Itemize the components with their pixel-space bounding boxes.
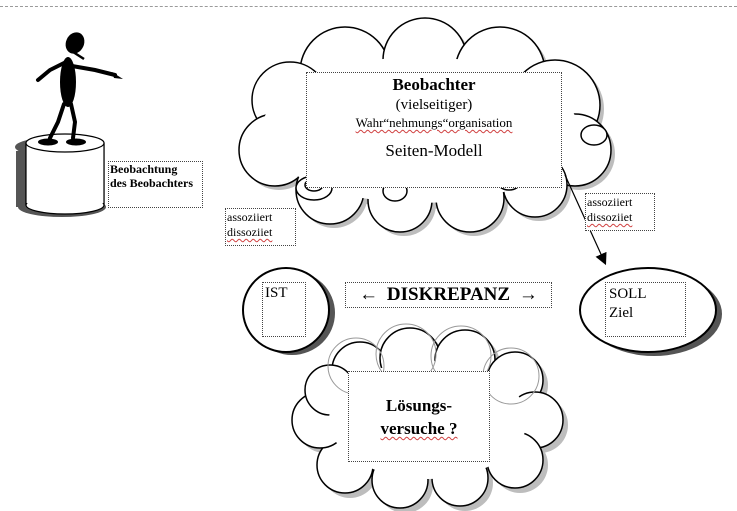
- stick-figure-pointing-icon: [36, 32, 123, 146]
- observer-subtitle: (vielseitiger): [395, 97, 473, 113]
- observation-label-line2: des Beobachters: [110, 176, 193, 190]
- solution-line2: versuche ?: [380, 419, 458, 438]
- observation-label-line1: Beobachtung: [110, 162, 178, 176]
- assoc-right-line1: assoziiert: [587, 195, 633, 209]
- soll-box: SOLL Ziel: [605, 282, 686, 337]
- ist-box: IST: [262, 282, 306, 337]
- model-label: Seiten-Modell: [385, 141, 483, 160]
- discrepancy-box: ← DISKREPANZ →: [345, 282, 552, 308]
- ziel-label: Ziel: [609, 305, 634, 321]
- ist-label: IST: [265, 285, 288, 301]
- left-arrow-icon: ←: [359, 284, 379, 305]
- assoc-left-line1: assoziiert: [227, 210, 273, 224]
- assoc-right-line2: dissoziiet: [587, 210, 633, 224]
- solution-box: Lösungs- versuche ?: [348, 371, 490, 462]
- observer-title: Beobachter: [392, 75, 476, 94]
- top-dashed-rule: [0, 6, 737, 7]
- observer-box: Beobachter (vielseitiger) Wahr“nehmungs“…: [306, 72, 562, 188]
- right-arrow-icon: →: [518, 284, 538, 305]
- pedestal-cylinder-icon: [15, 133, 106, 217]
- discrepancy-label: DISKREPANZ: [386, 284, 511, 305]
- solution-line1: Lösungs-: [385, 396, 453, 415]
- assoc-left-box: assoziiert dissoziiet: [225, 208, 296, 246]
- observation-label-box: Beobachtung des Beobachters: [108, 161, 203, 208]
- assoc-right-box: assoziiert dissoziiet: [585, 193, 655, 231]
- perception-label: Wahr“nehmungs“organisation: [355, 115, 513, 130]
- soll-label: SOLL: [609, 286, 647, 302]
- assoc-left-line2: dissoziiet: [227, 225, 273, 239]
